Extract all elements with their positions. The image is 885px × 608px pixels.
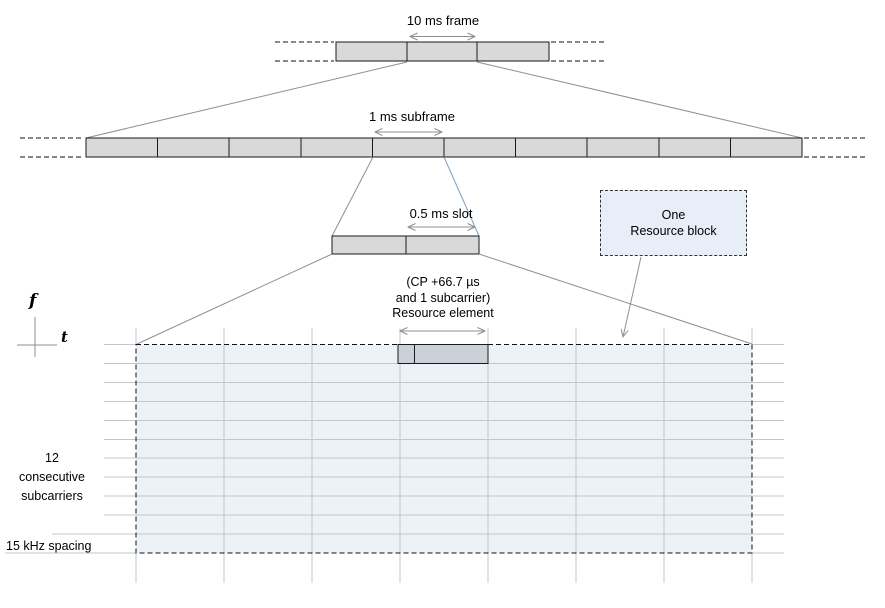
slot-to-grid-lines xyxy=(136,253,753,345)
rb-pointer-arrow xyxy=(623,256,642,337)
subcarriers-label: 12 consecutive subcarriers xyxy=(18,451,86,503)
frequency-axis-label: f xyxy=(29,291,37,311)
frame-bar xyxy=(275,41,607,62)
time-axis-label: t xyxy=(61,328,68,346)
slot-label: 0.5 ms slot xyxy=(409,206,473,221)
resource-block-callout: One Resource block xyxy=(600,190,747,256)
measure-arrows xyxy=(375,37,642,338)
frame-to-subframe-lines xyxy=(85,61,803,139)
slot-bar xyxy=(331,235,480,255)
resource-grid xyxy=(5,328,784,583)
subframe-to-slot-lines xyxy=(331,156,480,237)
subframe-label: 1 ms subframe xyxy=(369,109,455,124)
spacing-label: 15 kHz spacing xyxy=(6,539,92,553)
frame-label: 10 ms frame xyxy=(406,13,480,28)
resource-element-cells xyxy=(397,344,489,364)
resource-element-label: (CP +66.7 µs and 1 subcarrier) Resource … xyxy=(392,275,494,320)
freq-time-axes xyxy=(17,317,57,357)
subframe-bar xyxy=(20,137,868,158)
